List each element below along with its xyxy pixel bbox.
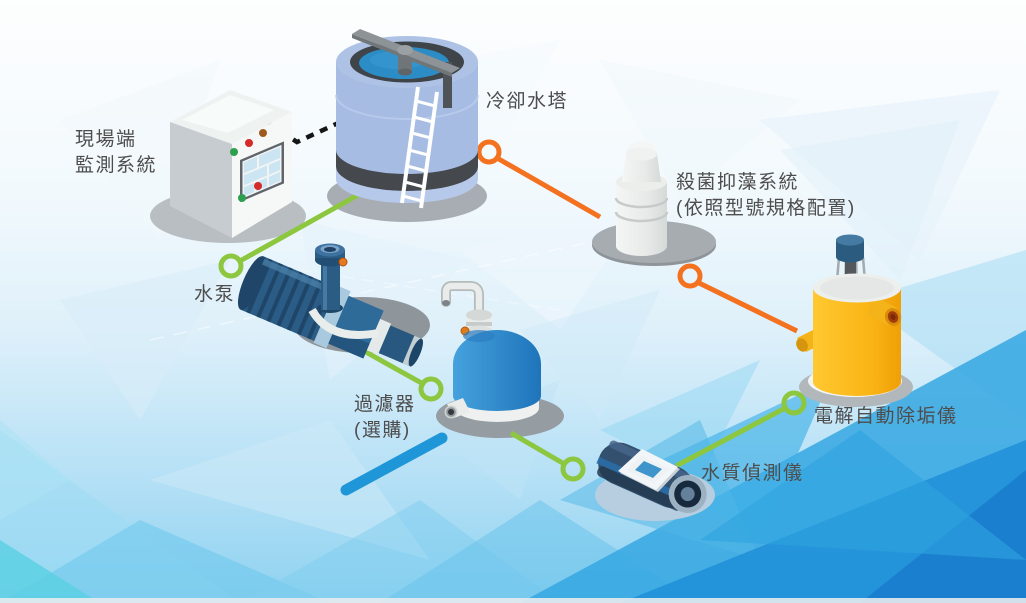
monitoring-system-label-line1: 現場端 — [75, 129, 137, 150]
filter-tank — [453, 330, 541, 411]
orange-connector-tower-sterilizer — [495, 155, 602, 220]
cooling-tower-label: 冷卻水塔 — [486, 91, 569, 112]
sterilizer-label-line2: (依照型號規格配置) — [676, 198, 856, 219]
water-quality-sensor-illustration — [596, 440, 707, 514]
descaler-illustration — [796, 234, 902, 396]
filter-drain-port — [448, 409, 454, 415]
connector-node — [418, 376, 444, 402]
cooling-tower-illustration — [335, 29, 479, 209]
sterilizer-label: 殺菌抑藻系統 (依照型號規格配置) — [676, 170, 856, 222]
sterilizer-illustration — [614, 141, 669, 256]
monitoring-system-label-line2: 監測系統 — [75, 155, 158, 176]
green-connector-pump-filter — [362, 348, 427, 388]
green-connector-filter-sensor — [509, 430, 568, 468]
monitoring-panel-illustration — [170, 90, 292, 238]
green-connector-sensor-descaler — [674, 404, 789, 469]
panel-screen — [240, 141, 284, 202]
descaler-cap — [836, 234, 864, 246]
descaler-left-pipe — [796, 338, 808, 352]
descaler-right-pipe — [890, 314, 896, 320]
ladder — [400, 86, 439, 209]
filter-label: 過濾器 (選購) — [354, 392, 416, 444]
indicator-green — [230, 148, 238, 156]
water-quality-sensor-label: 水質偵測儀 — [701, 463, 804, 484]
sterilizer-label-line1: 殺菌抑藻系統 — [676, 172, 800, 193]
filter-illustration — [441, 281, 541, 422]
green-connector-pump-tower — [238, 192, 360, 264]
connector-node — [677, 263, 703, 289]
blue-pipe-segment — [340, 432, 448, 496]
connector-node — [560, 456, 586, 482]
filter-label-line2: (選購) — [354, 420, 411, 441]
sensor-display-screen — [635, 461, 662, 478]
pump-illustration — [237, 243, 424, 367]
indicator-red — [254, 182, 262, 190]
indicator-green — [238, 194, 246, 202]
connector-node — [781, 390, 807, 416]
connector-node — [218, 253, 244, 279]
indicator-red — [245, 139, 253, 147]
bottom-strip — [0, 598, 1026, 603]
filter-label-line1: 過濾器 — [354, 394, 416, 415]
filter-pipe — [442, 282, 483, 324]
monitoring-system-label: 現場端 監測系統 — [75, 127, 157, 179]
decor-ray — [299, 269, 561, 311]
pump-mount — [308, 307, 379, 339]
connector-node — [476, 139, 502, 165]
water-pump-label: 水泵 — [194, 284, 236, 305]
decor-ray — [149, 231, 636, 341]
descaler-label: 電解自動除垢儀 — [814, 406, 958, 427]
orange-connector-sterilizer-descaler — [695, 279, 799, 334]
connections — [218, 110, 807, 496]
pump-valve-dot — [338, 257, 348, 267]
indicator-brown — [259, 129, 267, 137]
